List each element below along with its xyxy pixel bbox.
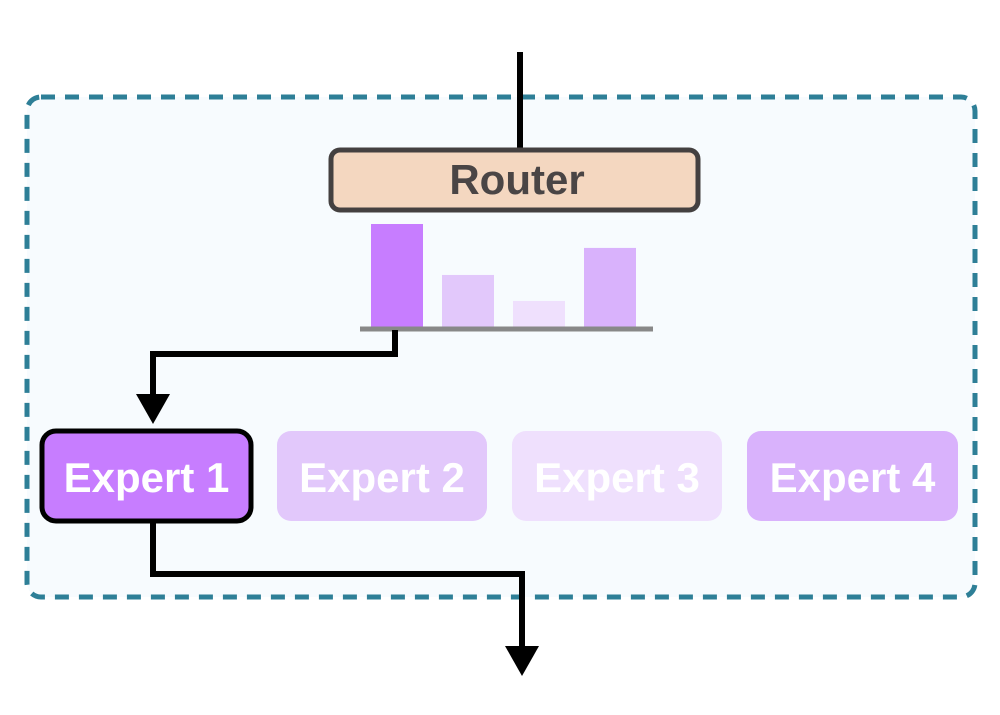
expert-4-node[interactable]: Expert 4 <box>747 431 958 521</box>
expert-4-label: Expert 4 <box>770 454 936 501</box>
moe-layer-container <box>24 94 978 600</box>
expert-1-label: Expert 1 <box>64 454 230 501</box>
routing-score-bar-3 <box>513 300 565 328</box>
expert-2-box <box>277 431 487 521</box>
expert-3-label: Expert 3 <box>534 454 700 501</box>
experts-row: Expert 1 Expert 2 Expert 3 Expert 4 <box>39 428 958 524</box>
routing-score-bar-4 <box>584 247 636 328</box>
expert-2-label: Expert 2 <box>299 454 465 501</box>
expert-1-node[interactable]: Expert 1 <box>39 428 254 524</box>
expert-4-box <box>747 431 958 521</box>
router-box <box>328 147 701 213</box>
expert-2-node[interactable]: Expert 2 <box>277 431 487 521</box>
router-node[interactable]: Router <box>328 147 701 213</box>
expert-1-box <box>39 428 254 524</box>
routing-scores-bar-chart <box>371 224 636 328</box>
expert-3-node[interactable]: Expert 3 <box>512 431 722 521</box>
routing-score-bar-2 <box>442 274 494 328</box>
expert-3-box <box>512 431 722 521</box>
routing-arrow-line <box>150 330 398 396</box>
routing-arrowhead <box>136 394 170 424</box>
routing-score-bar-1 <box>371 224 423 328</box>
output-arrow-line <box>150 522 525 648</box>
output-arrowhead <box>505 646 539 676</box>
router-label: Router <box>449 156 584 203</box>
